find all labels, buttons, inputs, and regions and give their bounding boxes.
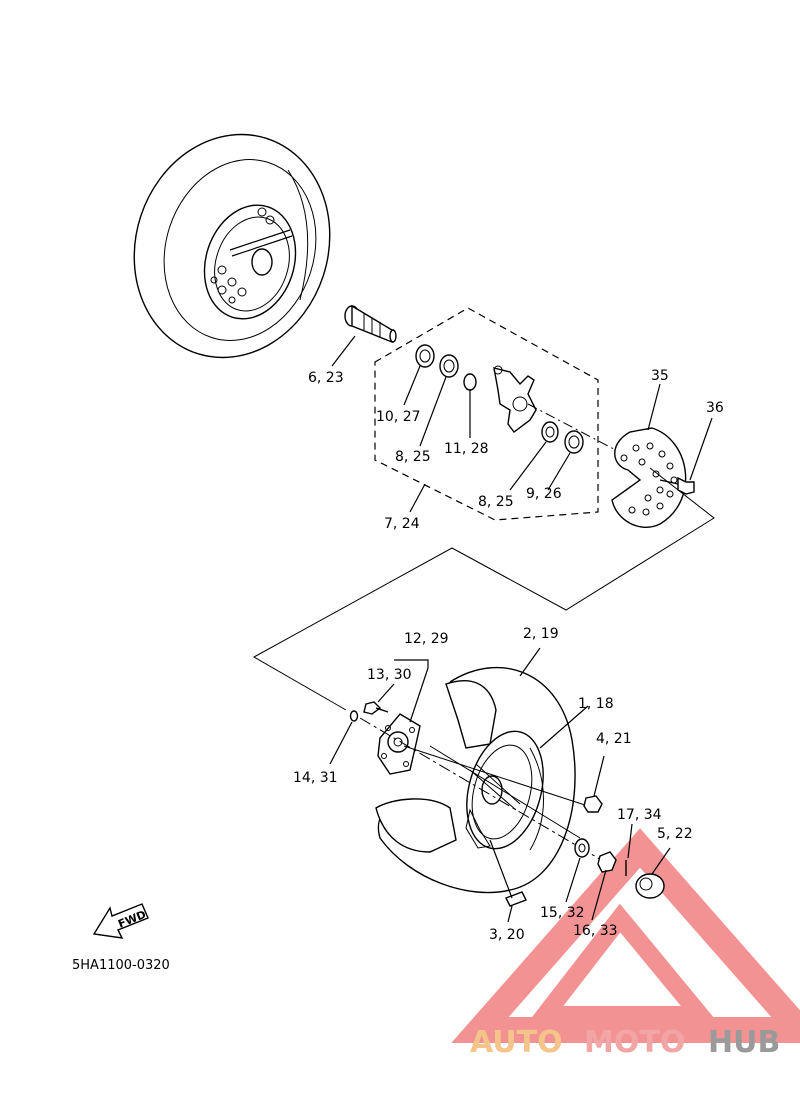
callout-35: 35 — [651, 368, 669, 384]
wheel-nut-part — [583, 795, 603, 813]
seal-part-9 — [564, 430, 584, 454]
callout-13-30: 13, 30 — [367, 667, 412, 683]
watermark-logo — [451, 828, 800, 1043]
watermark-triangle-inner — [526, 903, 720, 1024]
knuckle-assembly-group-outline — [374, 307, 599, 521]
callout-3-20: 3, 20 — [489, 927, 525, 943]
spacer-part-11 — [463, 373, 477, 391]
hub-cap-part — [635, 873, 665, 899]
callout-17-34: 17, 34 — [617, 807, 662, 823]
callout-11-28: 11, 28 — [444, 441, 489, 457]
watermark-triangle-outer — [451, 828, 800, 1043]
callout-6-23: 6, 23 — [308, 370, 344, 386]
callout-10-27: 10, 27 — [376, 409, 421, 425]
fwd-arrow-icon: FWD — [92, 903, 149, 939]
callout-2-19: 2, 19 — [523, 626, 559, 642]
seal-part-10 — [415, 344, 435, 368]
callout-36: 36 — [706, 400, 724, 416]
exploded-view-guide-line — [252, 467, 715, 711]
bearing-part-8b — [541, 421, 559, 443]
brake-disc-part — [611, 427, 687, 529]
wheel-rim-and-tire-illustration — [375, 666, 576, 894]
assembled-wheel-illustration — [133, 133, 331, 359]
washer-part — [574, 838, 590, 858]
hub-bolt-part — [363, 701, 389, 715]
callout-7-24: 7, 24 — [384, 516, 420, 532]
callout-16-33: 16, 33 — [573, 923, 618, 939]
bearing-part-8a — [439, 354, 459, 378]
diagram-reference-code: 5HA1100-0320 — [72, 958, 170, 973]
steering-knuckle-part — [493, 365, 537, 433]
callout-8-25-a: 8, 25 — [395, 449, 431, 465]
watermark-word-auto: AUTO — [470, 1025, 563, 1060]
watermark-word-moto: MOTO — [584, 1025, 685, 1060]
front-axle-part — [344, 304, 397, 344]
callout-8-25-b: 8, 25 — [478, 494, 514, 510]
callout-9-26: 9, 26 — [526, 486, 562, 502]
callout-4-21: 4, 21 — [596, 731, 632, 747]
callout-1-18: 1, 18 — [578, 696, 614, 712]
callout-14-31: 14, 31 — [293, 770, 338, 786]
callout-5-22: 5, 22 — [657, 826, 693, 842]
hub-pin-part — [349, 710, 359, 722]
wheel-hub-part — [377, 713, 421, 775]
watermark-word-hub: HUB — [708, 1025, 780, 1060]
callout-12-29: 12, 29 — [404, 631, 449, 647]
castle-nut-part — [597, 851, 617, 873]
callout-15-32: 15, 32 — [540, 905, 585, 921]
watermark-wordmark: AUTO MOTO HUB — [470, 1025, 780, 1060]
fwd-label: FWD — [116, 908, 148, 931]
valve-stem-part — [489, 839, 527, 907]
